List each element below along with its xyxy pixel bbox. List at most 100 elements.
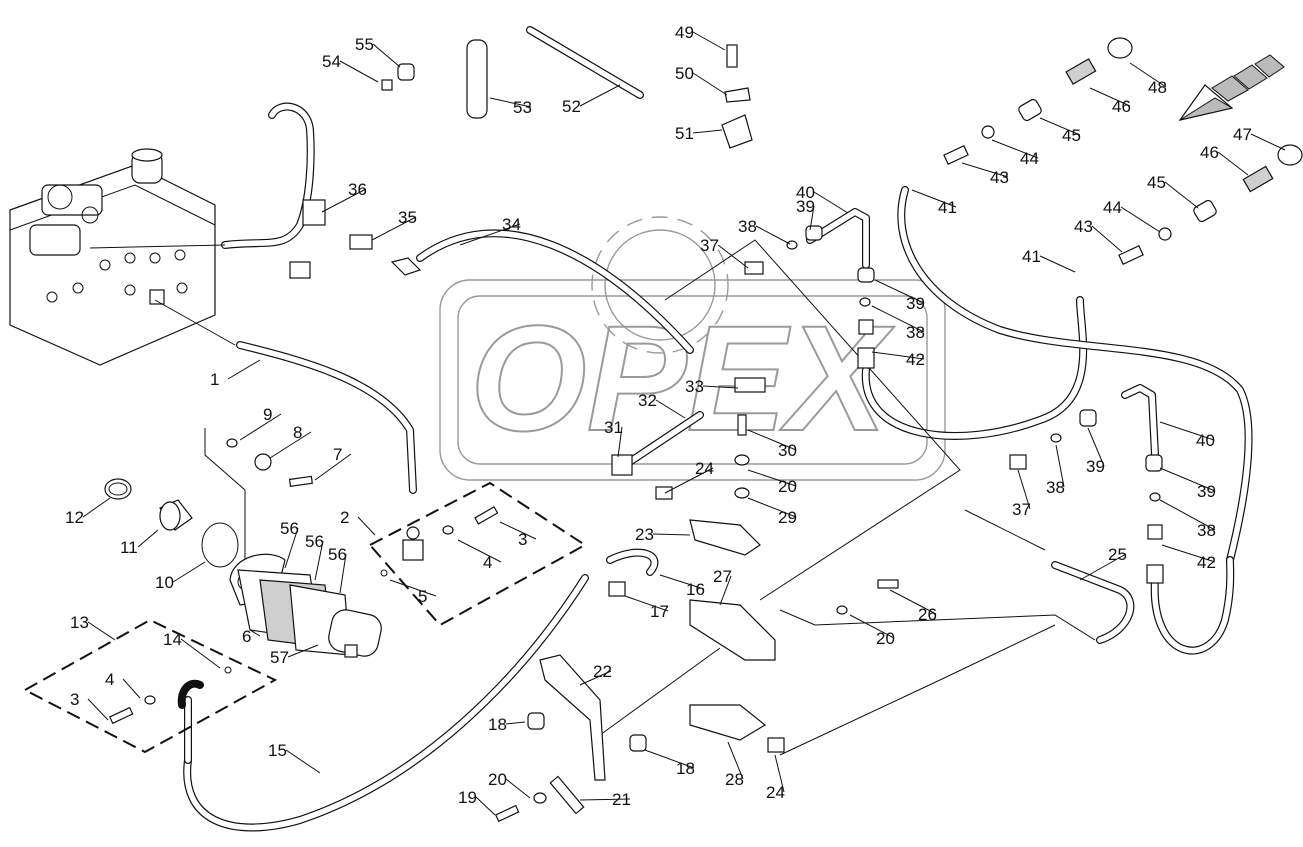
dust-cap-48: [1107, 37, 1133, 59]
leader-line-37: [1017, 469, 1031, 510]
nut-54: [381, 79, 393, 91]
leader-line-9: [239, 413, 282, 441]
callout-45: 45: [1062, 126, 1081, 145]
leader-line-56: [339, 553, 347, 594]
callout-17: 17: [650, 602, 669, 621]
direction-arrow-icon: [1178, 54, 1285, 121]
ring-9: [226, 438, 238, 448]
leader-line-14: [180, 638, 221, 669]
watermark-frame-outer: [439, 279, 946, 481]
callout-41: 41: [1022, 247, 1041, 266]
bushing-8: [254, 453, 272, 471]
callout-34: 34: [502, 215, 521, 234]
fittings-box-2: [380, 506, 499, 577]
leader-line-42: [871, 351, 925, 360]
leader-line-38: [1055, 444, 1065, 488]
coupling-46b: [1242, 165, 1274, 193]
callout-49: 49: [675, 23, 694, 42]
callout-40: 40: [1196, 431, 1215, 450]
leader-line-2: [357, 516, 376, 536]
leader-line-49: [692, 31, 726, 51]
leader-line-23: [652, 533, 691, 536]
leader-line-55: [372, 43, 401, 68]
callout-55: 55: [355, 35, 374, 54]
callout-40: 40: [796, 183, 815, 202]
callout-19: 19: [458, 788, 477, 807]
leader-line-19: [475, 796, 496, 816]
callout-2: 2: [340, 508, 349, 527]
callout-4: 4: [105, 670, 114, 689]
callout-39: 39: [796, 197, 815, 216]
leader-line-25: [1079, 553, 1127, 581]
leader-line-46: [1217, 151, 1249, 176]
leader-line-40: [1159, 421, 1215, 441]
hydraulic-tank-block: [9, 148, 216, 366]
callout-6: 6: [242, 627, 251, 646]
callout-37: 37: [700, 236, 719, 255]
leader-line-36: [321, 188, 367, 213]
hoses: [183, 102, 1253, 832]
seal-44b: [1158, 227, 1172, 241]
callout-20: 20: [488, 770, 507, 789]
clip-50: [724, 87, 751, 103]
bolt-49: [726, 44, 738, 68]
seal-44a: [981, 125, 995, 139]
callout-11: 11: [120, 538, 138, 557]
o-ring-12: [104, 478, 132, 500]
watermark: OPEX: [439, 216, 946, 481]
leader-line-45: [1039, 117, 1081, 136]
leader-line-20: [505, 778, 531, 799]
callout-42: 42: [906, 350, 925, 369]
leader-line-46: [1089, 87, 1131, 107]
leader-line-16: [659, 574, 705, 590]
callout-47: 47: [1233, 125, 1252, 144]
callout-4: 4: [483, 553, 492, 572]
callout-57: 57: [270, 648, 289, 667]
callout-38: 38: [738, 217, 757, 236]
fittings-box-13: [108, 666, 232, 725]
callout-56: 56: [305, 532, 324, 551]
leader-line-17: [624, 595, 669, 612]
callout-37: 37: [1012, 500, 1031, 519]
callout-7: 7: [333, 445, 342, 464]
nut-55: [397, 63, 415, 81]
callout-16: 16: [686, 580, 705, 599]
leader-line-35: [371, 216, 417, 241]
nut-45b: [1193, 199, 1217, 223]
leader-line-39: [809, 205, 815, 231]
callout-56: 56: [280, 519, 299, 538]
callout-8: 8: [293, 423, 302, 442]
leader-line-41: [1039, 255, 1076, 273]
adapter-43a: [943, 145, 969, 165]
leader-line-7: [314, 453, 352, 481]
leader-line-42: [1161, 544, 1216, 563]
leader-line-30: [747, 429, 797, 451]
leader-line-37: [717, 244, 749, 269]
leader-line-56: [284, 527, 299, 569]
callout-31: 31: [604, 418, 623, 437]
leader-line-27: [719, 575, 732, 606]
callout-3: 3: [70, 690, 79, 709]
leader-line-50: [692, 72, 728, 96]
bracket-22: [539, 654, 606, 781]
callout-22: 22: [593, 662, 612, 681]
callout-54: 54: [322, 52, 341, 71]
leader-line-8: [269, 431, 312, 459]
callout-48: 48: [1148, 78, 1167, 97]
callout-27: 27: [713, 567, 732, 586]
o-ring-10: [201, 522, 239, 568]
callout-51: 51: [675, 124, 694, 143]
leader-line-29: [747, 497, 797, 518]
leader-line-5: [389, 579, 437, 597]
watermark-gear: [604, 229, 716, 341]
callout-26: 26: [918, 605, 937, 624]
callout-46: 46: [1112, 97, 1131, 116]
callout-50: 50: [675, 64, 694, 83]
leader-line-54: [339, 60, 379, 83]
leader-line-51: [692, 129, 723, 134]
leader-line-21: [579, 798, 631, 801]
callout-18: 18: [676, 759, 695, 778]
nut-45a: [1018, 98, 1042, 122]
watermark-frame-inner: [457, 295, 928, 465]
